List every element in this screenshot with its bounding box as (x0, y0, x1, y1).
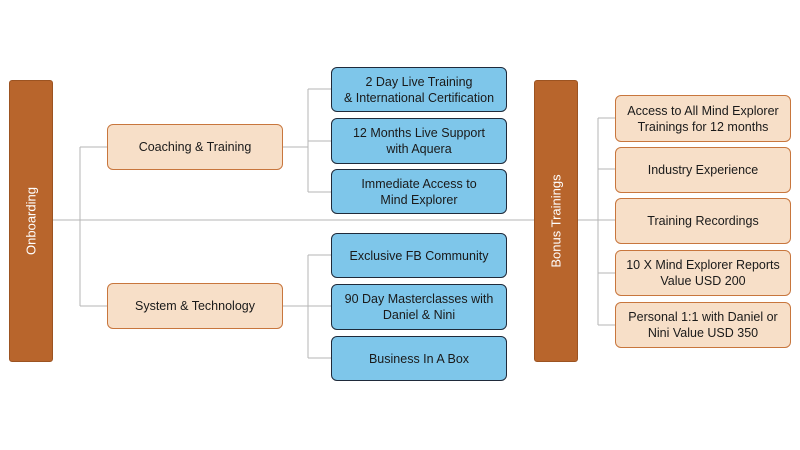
branch-system-technology: System & Technology (107, 283, 283, 329)
bonus-item-industry-experience: Industry Experience (615, 147, 791, 193)
bonus-trainings-bar: Bonus Trainings (534, 80, 578, 362)
bonus-trainings-label: Bonus Trainings (548, 174, 564, 268)
branch-coaching-training: Coaching & Training (107, 124, 283, 170)
onboarding-label: Onboarding (23, 187, 39, 255)
coaching-item-live-training: 2 Day Live Training & International Cert… (331, 67, 507, 112)
bonus-item-training-recordings: Training Recordings (615, 198, 791, 244)
bonus-item-mind-explorer-reports: 10 X Mind Explorer Reports Value USD 200 (615, 250, 791, 296)
system-item-business-in-a-box: Business In A Box (331, 336, 507, 381)
system-item-fb-community: Exclusive FB Community (331, 233, 507, 278)
bonus-item-trainings-access: Access to All Mind Explorer Trainings fo… (615, 95, 791, 142)
coaching-item-live-support: 12 Months Live Support with Aquera (331, 118, 507, 164)
onboarding-bar: Onboarding (9, 80, 53, 362)
system-item-masterclasses: 90 Day Masterclasses with Daniel & Nini (331, 284, 507, 330)
coaching-item-mind-explorer-access: Immediate Access to Mind Explorer (331, 169, 507, 214)
bonus-item-personal-session: Personal 1:1 with Daniel or Nini Value U… (615, 302, 791, 348)
